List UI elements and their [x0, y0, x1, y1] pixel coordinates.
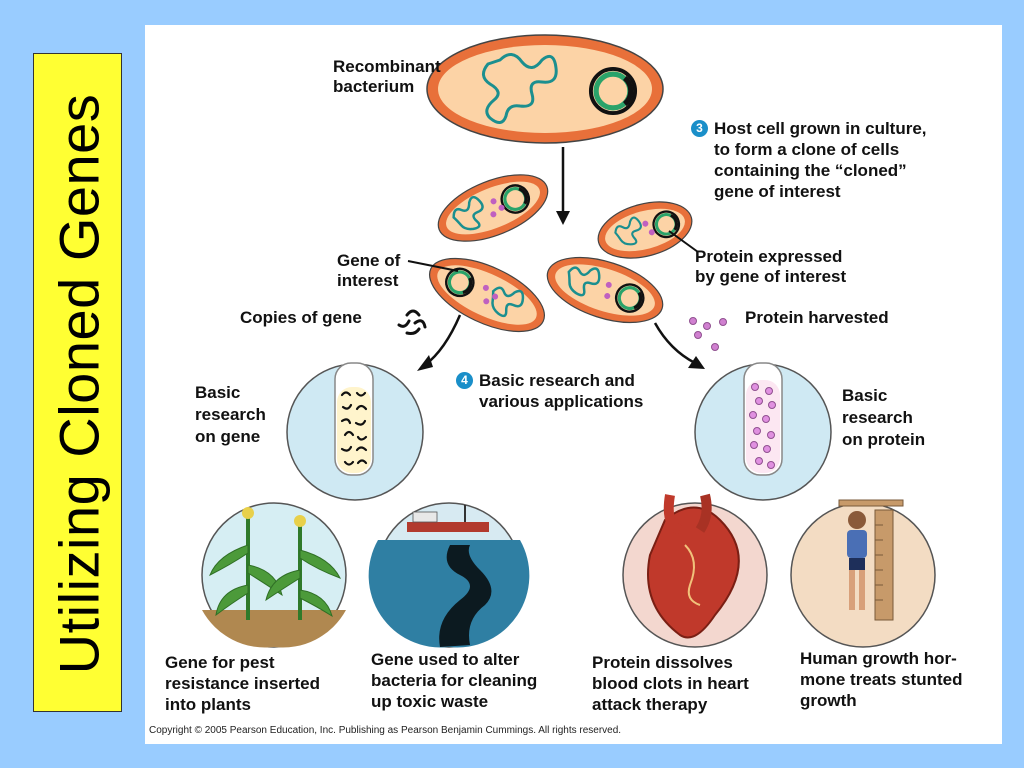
arrow-to-gene-research [417, 314, 462, 371]
copyright-text: Copyright © 2005 Pearson Education, Inc.… [149, 725, 622, 736]
caption-toxic-waste: Gene used to alter bacteria for cleaning… [371, 650, 538, 711]
label-copies-of-gene: Copies of gene [240, 308, 362, 327]
step-3: 3 Host cell grown in culture, to form a … [691, 118, 927, 202]
recombinant-bacterium [426, 34, 664, 144]
title-banner: Utilizing Cloned Genes [33, 53, 122, 712]
cloned-cells [428, 174, 693, 333]
protein-leader-line [668, 230, 699, 253]
protein-harvested-dots [689, 317, 727, 351]
gene-copies-icon [397, 309, 427, 335]
step-3-badge: 3 [691, 120, 708, 137]
label-protein-harvested: Protein harvested [745, 308, 889, 327]
diagram-panel: Recombinant bacterium Gene of interest C… [145, 25, 1002, 744]
label-recombinant-bacterium: Recombinant bacterium [333, 57, 441, 96]
gene-leader-line [407, 260, 459, 272]
arrow-to-protein-research [653, 322, 705, 369]
diagram-graphics [201, 34, 936, 648]
label-basic-research-protein: Basic research on protein [842, 386, 926, 449]
label-basic-research-gene: Basic research on gene [195, 383, 266, 446]
label-gene-of-interest: Gene of interest [337, 251, 401, 290]
gene-research-circle [286, 362, 424, 501]
arrow-down [556, 147, 570, 225]
protein-research-circle [694, 362, 832, 501]
caption-growth-hormone: Human growth hor- mone treats stunted gr… [800, 649, 963, 710]
step-3-text: Host cell grown in culture, to form a cl… [714, 119, 927, 201]
label-protein-expressed: Protein expressed by gene of interest [695, 247, 847, 286]
plants-image [201, 502, 347, 648]
step-4-text: Basic research and various applications [479, 371, 644, 411]
slide-title: Utilizing Cloned Genes [47, 93, 110, 674]
child-growth-image [790, 499, 936, 648]
caption-blood-clots: Protein dissolves blood clots in heart a… [592, 653, 749, 714]
oil-spill-image [368, 502, 530, 648]
step-4-badge: 4 [456, 372, 473, 389]
step-4: 4 Basic research and various application… [456, 370, 643, 412]
heart-image [622, 493, 768, 648]
caption-plants: Gene for pest resistance inserted into p… [165, 653, 320, 714]
